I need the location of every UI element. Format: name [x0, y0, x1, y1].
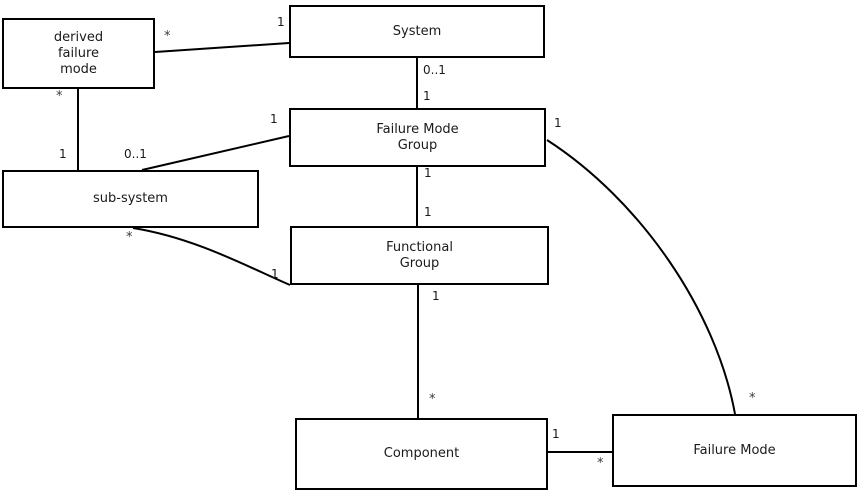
class-box-component[interactable]: Component [295, 418, 548, 490]
association-sub-system--failure-mode-group [141, 135, 290, 171]
association-derived-failure-mode--system [154, 42, 290, 53]
class-box-label: System [392, 23, 442, 39]
class-box-functional-group[interactable]: Functional Group [290, 226, 549, 285]
class-box-label: Failure Mode Group [376, 121, 459, 153]
multiplicity-label: * [749, 391, 756, 406]
multiplicity-label: * [164, 29, 171, 44]
multiplicity-label: 1 [432, 289, 440, 303]
class-box-label: Functional Group [386, 239, 453, 271]
multiplicity-label: * [126, 230, 133, 245]
class-box-derived-failure-mode[interactable]: derived failure mode [2, 18, 155, 89]
multiplicity-label: * [597, 456, 604, 471]
class-box-sub-system[interactable]: sub-system [2, 170, 259, 228]
multiplicity-label: * [429, 392, 436, 407]
class-box-system[interactable]: System [289, 5, 545, 58]
multiplicity-label: 1 [270, 112, 278, 126]
multiplicity-label: 1 [554, 116, 562, 130]
multiplicity-label: 1 [277, 15, 285, 29]
multiplicity-label: 1 [59, 147, 67, 161]
multiplicity-label: 0..1 [124, 147, 147, 161]
multiplicity-label: 1 [424, 205, 432, 219]
multiplicity-label: 1 [552, 427, 560, 441]
association-failure-mode-group--failure-mode [546, 139, 736, 415]
multiplicity-label: * [56, 89, 63, 104]
multiplicity-label: 0..1 [423, 63, 446, 77]
multiplicity-label: 1 [424, 166, 432, 180]
multiplicity-label: 1 [271, 267, 279, 281]
class-box-label: Failure Mode [693, 442, 776, 458]
class-box-failure-mode[interactable]: Failure Mode [612, 414, 857, 487]
class-box-label: Component [383, 446, 460, 461]
class-box-failure-mode-group[interactable]: Failure Mode Group [289, 108, 546, 167]
association-sub-system--functional-group [132, 227, 291, 286]
class-box-label: derived failure mode [53, 29, 104, 77]
class-box-label: sub-system [93, 191, 168, 206]
multiplicity-label: 1 [423, 89, 431, 103]
